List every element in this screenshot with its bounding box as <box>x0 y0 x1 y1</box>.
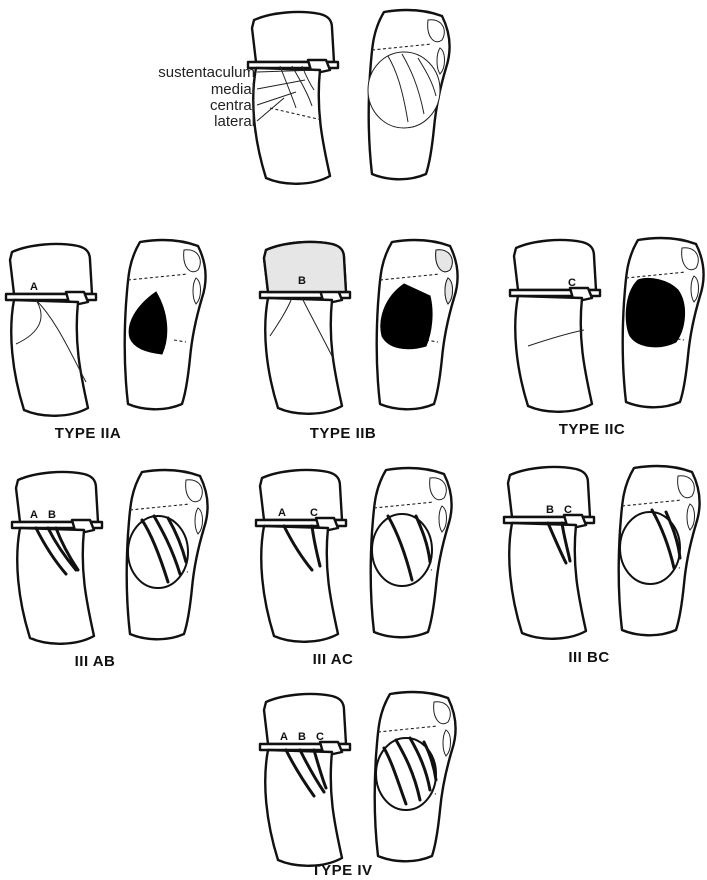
caption: TYPE IV <box>311 862 372 879</box>
panel-type-4: A B C TYPE IV <box>260 692 455 879</box>
fracture-letter-2: B <box>48 509 56 521</box>
coronal-view: A B <box>12 472 102 644</box>
coronal-view: A B C <box>260 694 350 866</box>
axial-view <box>371 468 452 637</box>
label-medial: medial <box>211 81 255 98</box>
coronal-view: B <box>260 242 350 414</box>
label-central: central <box>210 97 255 114</box>
panel-type-2b: B TYPE IIB <box>260 240 457 442</box>
coronal-view: A C <box>256 470 346 642</box>
fracture-letter-1: A <box>280 731 288 743</box>
panel-type-3ac: A C III AC <box>256 468 451 668</box>
caption: III AB <box>75 653 116 670</box>
fracture-letter-2: C <box>564 504 572 516</box>
caption: TYPE IIA <box>55 425 122 442</box>
fracture-letter-1: B <box>546 504 554 516</box>
coronal-view: A <box>6 244 96 416</box>
fracture-letter: A <box>30 281 38 293</box>
reference-axial-view <box>368 10 449 179</box>
axial-view <box>619 466 700 635</box>
panel-type-3bc: B C III BC <box>504 466 699 666</box>
axial-view <box>127 470 208 639</box>
axial-view <box>375 692 456 861</box>
fracture-letter-1: A <box>278 507 286 519</box>
reference-coronal-view <box>248 12 338 184</box>
caption: TYPE IIC <box>559 421 626 438</box>
axial-view <box>623 238 704 407</box>
label-lateral: lateral <box>214 113 255 130</box>
fracture-letter-2: B <box>298 731 306 743</box>
caption: III BC <box>568 649 609 666</box>
axial-view <box>377 240 458 409</box>
fracture-letter-3: C <box>316 731 324 743</box>
caption: III AC <box>313 651 354 668</box>
fracture-letter: B <box>298 275 306 287</box>
fracture-letter-1: A <box>30 509 38 521</box>
panel-type-2c: C TYPE IIC <box>510 238 703 438</box>
panel-type-2a: A TYPE IIA <box>6 240 205 442</box>
coronal-view: C <box>510 240 600 412</box>
coronal-view: B C <box>504 467 594 639</box>
caption: TYPE IIB <box>310 425 377 442</box>
panel-type-3ab: A B III AB <box>12 470 207 670</box>
label-sustentaculum: sustentaculum <box>158 64 255 81</box>
fracture-letter: C <box>568 277 576 289</box>
axial-view <box>125 240 206 409</box>
fracture-letter-2: C <box>310 507 318 519</box>
